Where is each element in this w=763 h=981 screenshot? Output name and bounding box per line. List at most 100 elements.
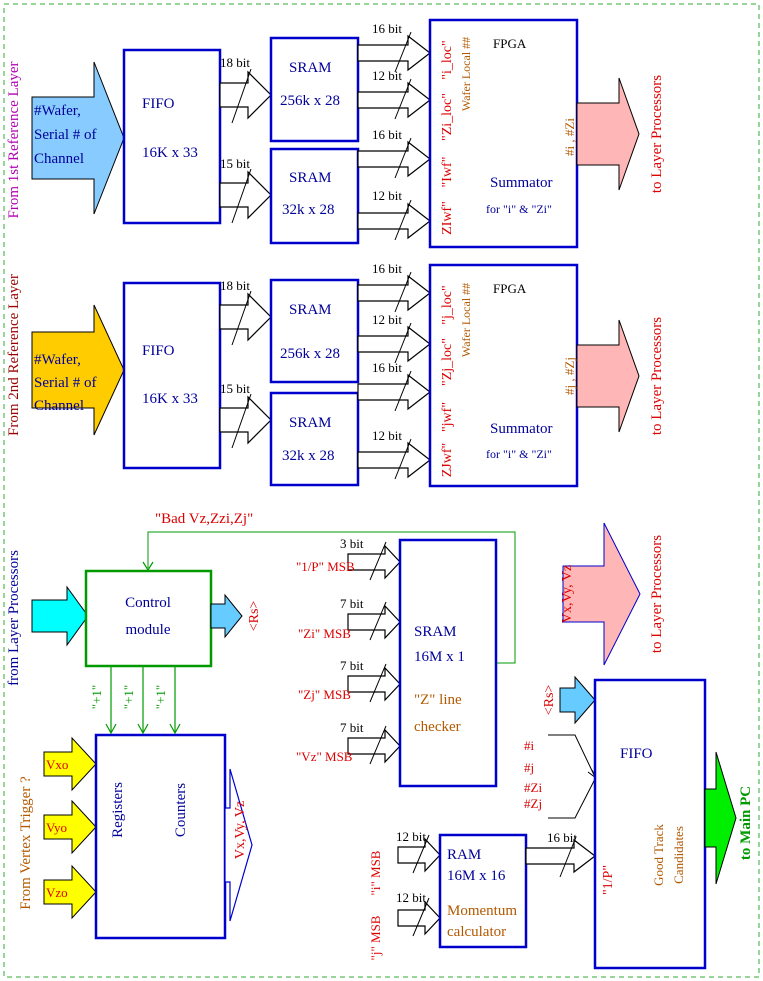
momentum-in-arrow-2 [397, 900, 441, 936]
layer1-summator-sub: for "i" & "Zi" [486, 202, 552, 216]
momentum-name: RAM [447, 847, 481, 863]
layer1-out-arrow-4 [357, 202, 431, 240]
zline-size: 16M x 1 [414, 649, 465, 665]
control-name2: module [126, 622, 171, 638]
layer1-sram-a-block [269, 36, 360, 143]
momentum-desc1: Momentum [447, 903, 517, 919]
layer1-out-arrow-2 [357, 81, 431, 119]
layer1-out-arrow-3 [357, 140, 431, 178]
layer1-sram-a-name: SRAM [289, 60, 332, 76]
zline-bit-1: 3 bit [340, 536, 364, 551]
layer1-side-label: From 1st Reference Layer [6, 61, 22, 218]
control-section: from Layer Processors Control module <Rs… [6, 511, 516, 735]
control-rs-label: <Rs> [247, 601, 262, 632]
main-pc-label: to Main PC [738, 786, 754, 860]
registers-counters-block [94, 733, 227, 940]
layer1-out-arrow-1 [357, 34, 431, 72]
layer2-vlabel-1: "j_loc" [440, 285, 455, 324]
vxvyvz-section: Vx,Vy, Vz to Layer Processors [560, 522, 665, 666]
vertex-input-2: Vyo [46, 820, 67, 835]
momentum-input-2: "j" MSB [368, 915, 383, 960]
layer1-out-bit-1: 16 bit [372, 21, 402, 36]
layer2-out-arrow-3 [357, 373, 431, 411]
layer1-sram-b-size: 32k x 28 [282, 202, 335, 218]
control-rs-arrow [210, 593, 243, 639]
momentum-bit-1: 12 bit [396, 829, 426, 844]
zline-in-arrow-1 [347, 544, 401, 580]
layer1-fifo-size: 16K x 33 [142, 145, 198, 161]
layer2-input-line3: Channel [34, 398, 84, 414]
zline-input-2: "Zi" MSB [298, 626, 351, 641]
zline-bit-2: 7 bit [340, 596, 364, 611]
layer2-out-arrow-4 [357, 441, 431, 479]
layer2-fifo-size: 16K x 33 [142, 391, 198, 407]
vertex-input-arrow-1 [43, 736, 97, 792]
layer1-vlabel-2: "Zi_loc" [440, 93, 455, 141]
layer2-out-bit-1: 16 bit [372, 261, 402, 276]
layer2-sram-a-size: 256k x 28 [280, 346, 340, 362]
layer2-vlabel-3: "jwf" [440, 402, 455, 432]
layer2-fifo-name: FIFO [142, 343, 175, 359]
layer2-summator-sub: for "i" & "Zi" [486, 447, 552, 461]
layer1-out-label: #i , #Zi [562, 118, 577, 156]
layer1-bus-b-arrow [219, 170, 272, 220]
zline-in-arrow-3 [347, 666, 401, 702]
layer2-out-label: #j , #Zj [562, 357, 577, 395]
momentum-ram-block [438, 833, 528, 949]
vertex-input-arrow-2 [43, 799, 97, 855]
counters-label: Counters [173, 783, 189, 837]
layer1-bus-b-label: 15 bit [220, 156, 250, 171]
vertex-section: From Vertex Trigger ? Vxo Vyo Vzo Regist… [18, 733, 253, 940]
momentum-out-bit: 16 bit [547, 830, 577, 845]
layer2-out-arrow-2 [357, 325, 431, 363]
layer2-bus-b-label: 15 bit [220, 381, 250, 396]
zline-input-4: "Vz" MSB [296, 749, 353, 764]
layer2-dest: to Layer Processors [649, 317, 665, 435]
layer1-fpga-block [428, 18, 579, 249]
plus-one-3: "+1" [153, 685, 168, 709]
plus-one-1: "+1" [89, 685, 104, 709]
zline-desc1: "Z" line [414, 692, 462, 708]
final-cand2: Candidates [671, 826, 686, 884]
layer2-out-bit-2: 12 bit [372, 312, 402, 327]
layer1-fpga-label: FPGA [493, 36, 527, 51]
layer1-out-bit-4: 12 bit [372, 188, 402, 203]
feedback-line [147, 531, 516, 664]
final-input-4: #Zj [524, 796, 542, 811]
zline-sram-block [398, 538, 498, 788]
final-p-label: "1/P" [601, 865, 616, 895]
layer1-fifo-block [122, 48, 222, 225]
registers-label: Registers [110, 782, 126, 838]
momentum-input-1: "i" MSB [368, 850, 383, 895]
final-fifo-block [593, 678, 707, 970]
layer2-bus-a-label: 18 bit [220, 278, 250, 293]
vertex-output-arrow [224, 768, 253, 922]
layer2-fifo-block [122, 281, 222, 470]
feedback-label: "Bad Vz,Zzi,Zj" [155, 511, 253, 527]
layer2-input-line1: #Wafer, [34, 352, 81, 368]
momentum-section: "i" MSB "j" MSB 12 bit 12 bit RAM 16M x … [368, 829, 596, 960]
control-name: Control [125, 595, 171, 611]
layer1-vlabel-4: ZIwf" [440, 201, 455, 235]
main-pc-arrow [704, 751, 737, 885]
vertex-input-1: Vxo [46, 757, 68, 772]
layer2-output-arrow [576, 319, 640, 433]
layer1-output-arrow [576, 77, 640, 191]
layer2-sram-b-block [269, 391, 360, 487]
final-cand1: Good Track [651, 824, 666, 886]
layer1-bus-a-arrow [219, 70, 272, 120]
vxvyvz-label: Vx,Vy, Vz [560, 565, 575, 623]
final-fifo-name: FIFO [620, 746, 653, 762]
layer2-bus-a-arrow [219, 292, 272, 342]
layer2-out-arrow-1 [357, 274, 431, 312]
final-fifo-section: <Rs> #i #j #Zi #Zj FIFO "1/P" Good Track… [524, 675, 754, 970]
layer2-side-label: From 2nd Reference Layer [6, 274, 22, 436]
layer2-out-bit-3: 16 bit [372, 360, 402, 375]
layer2-sram-b-size: 32k x 28 [282, 448, 335, 464]
zline-bit-3: 7 bit [340, 658, 364, 673]
zline-bit-4: 7 bit [340, 720, 364, 735]
layer2-out-bit-4: 12 bit [372, 428, 402, 443]
plus-one-2: "+1" [121, 685, 136, 709]
layer2-fpga-block [428, 263, 579, 488]
